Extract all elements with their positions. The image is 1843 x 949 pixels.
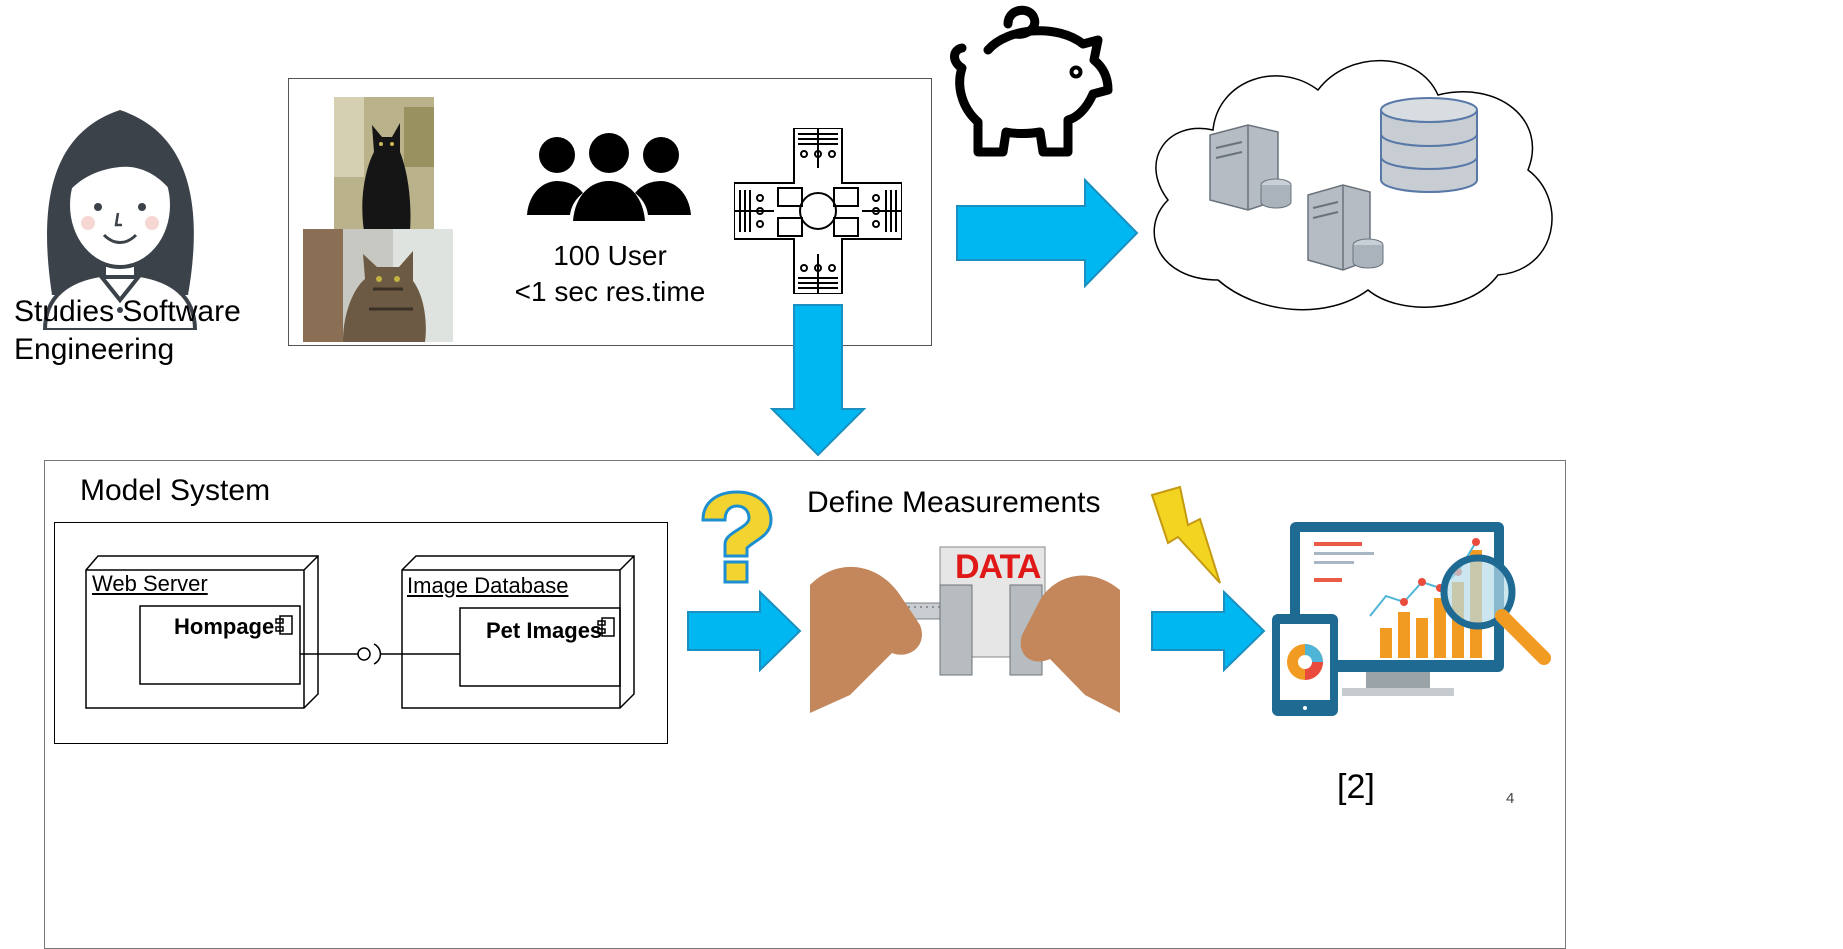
arrow-right-to-analysis — [1151, 590, 1266, 672]
page-number: 4 — [1506, 790, 1515, 807]
black-cat-photo — [334, 97, 434, 231]
database-stack — [1380, 97, 1478, 193]
deployment-diagram — [54, 522, 668, 744]
users-group-icon — [527, 133, 691, 221]
arrow-down-to-model — [770, 304, 866, 457]
student-avatar-icon — [42, 110, 198, 330]
arrow-right-to-cloud — [956, 178, 1139, 288]
define-measurements-title: Define Measurements — [807, 486, 1101, 519]
web-server-node-label: Web Server — [92, 571, 208, 596]
tabby-cat-photo — [303, 229, 453, 342]
lightning-bolt-icon — [1150, 485, 1221, 584]
person-caption-line2: Engineering — [14, 333, 175, 366]
requirements-text: 100 User <1 sec res.time — [490, 238, 730, 310]
homepage-component-label: Hompage — [174, 614, 275, 639]
caliper-data-photo — [810, 545, 1120, 713]
analytics-dashboard-icon — [1272, 522, 1551, 716]
server-tower-left — [1209, 124, 1292, 211]
reference-label: [2] — [1337, 768, 1375, 806]
deployment-diagram-drawing — [85, 555, 635, 709]
response-time-label: <1 sec res.time — [514, 276, 706, 307]
pet-images-component-label: Pet Images — [486, 618, 603, 643]
server-tower-right — [1307, 184, 1384, 271]
piggy-bank-icon — [950, 5, 1113, 157]
question-mark-icon — [701, 490, 773, 584]
intersection-icon — [734, 128, 902, 294]
arrow-right-to-measurements — [687, 590, 802, 672]
cloud-servers-icon — [1153, 59, 1553, 311]
person-caption: Studies Software Engineering — [14, 293, 241, 369]
users-count-label: 100 User — [553, 240, 667, 271]
image-database-node-label: Image Database — [407, 573, 569, 598]
person-caption-line1: Studies Software — [14, 295, 241, 328]
model-system-title: Model System — [80, 474, 271, 507]
data-label: DATA — [955, 548, 1041, 586]
